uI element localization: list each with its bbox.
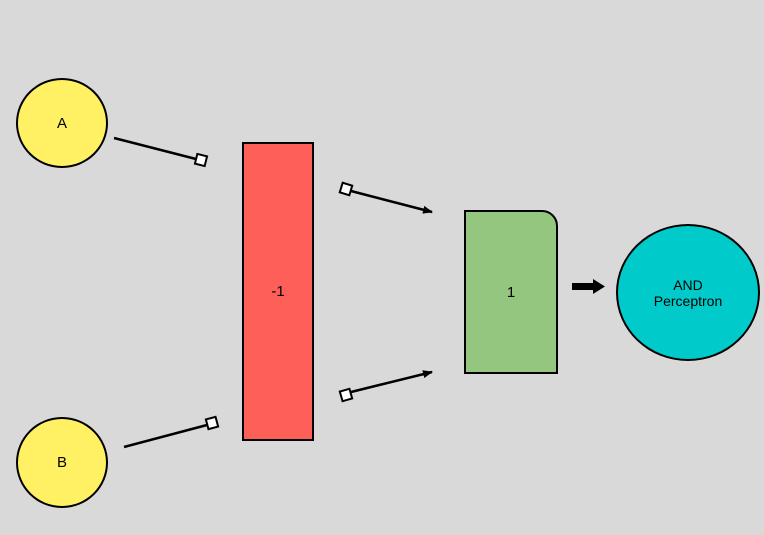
output-label-line1: AND	[673, 276, 703, 293]
arrow-upper-to-excitatory	[350, 189, 433, 214]
inhibitory-block: -1	[242, 142, 314, 441]
connector-a-to-block	[113, 136, 197, 161]
output-node: AND Perceptron	[616, 224, 760, 361]
arrow-lower-to-excitatory	[350, 370, 433, 394]
output-label-line2: Perceptron	[653, 292, 723, 309]
output-arrow-head	[593, 279, 605, 294]
connector-b-to-block	[123, 423, 208, 449]
input-b-label: B	[56, 454, 67, 471]
connector-b-end-square	[204, 415, 220, 431]
connector-a-end-square	[193, 152, 209, 168]
input-a-node: A	[16, 78, 108, 168]
input-a-label: A	[56, 114, 67, 132]
excitatory-block-label: 1	[506, 283, 516, 301]
connector-lower-start-square	[338, 387, 354, 403]
output-arrow-shaft	[572, 283, 594, 290]
inhibitory-block-label: -1	[271, 283, 285, 300]
connector-upper-start-square	[338, 181, 354, 197]
input-b-node: B	[16, 417, 108, 508]
excitatory-block: 1	[464, 210, 558, 374]
